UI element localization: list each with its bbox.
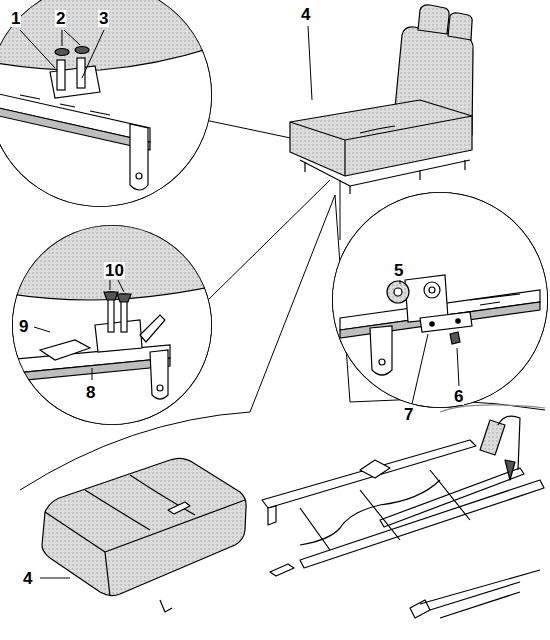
leader-lines-part	[82, 30, 104, 78]
seat-frame-part	[300, 480, 544, 568]
leader-lines-part	[457, 348, 459, 386]
seat-bench-part	[290, 116, 472, 140]
seat-cushion-part	[45, 500, 245, 552]
detail-rail-middle-part	[95, 320, 142, 352]
detail-rail-front-part	[55, 49, 69, 56]
leader-lines	[400, 280, 459, 404]
seat-bench-part	[360, 126, 395, 133]
seat-cushion	[42, 458, 294, 612]
seat-frame-part	[360, 460, 390, 478]
detail-rail-front-part	[0, 106, 150, 150]
detail-rail-front-part	[57, 60, 65, 90]
detail-rail-rear-part	[430, 322, 434, 326]
detail-rail-middle-part	[104, 292, 118, 300]
callout-number: 2	[55, 10, 66, 27]
seat-frame-part	[300, 470, 470, 550]
seat-frame	[262, 405, 545, 618]
leader-lines	[34, 280, 124, 380]
leader-lines-part	[308, 26, 312, 100]
callout-number: 4	[22, 570, 33, 587]
callout-number: 4	[300, 6, 311, 23]
leader-lines	[40, 578, 70, 579]
pointer-lines-part	[208, 180, 330, 300]
detail-rail-middle-part	[12, 225, 212, 425]
detail-rail-rear-part	[424, 282, 440, 298]
callout-number: 9	[18, 318, 29, 335]
seat-bench-part	[344, 140, 345, 176]
seat-frame-part	[430, 582, 520, 618]
leader-lines-part	[92, 368, 93, 380]
detail-rail-rear-part	[370, 326, 392, 375]
detail-rail-front-part	[75, 47, 89, 54]
seat-bench-part	[300, 160, 470, 186]
detail-rail-rear-part	[470, 294, 520, 305]
callout-number: 7	[403, 406, 414, 423]
detail-rail-front-part	[0, 0, 220, 70]
callout-number: 1	[10, 10, 21, 27]
leader-lines-part	[400, 280, 401, 284]
seat-bench-part	[418, 5, 449, 34]
detail-rail-front-part	[136, 173, 142, 179]
seat-cushion-part	[85, 475, 195, 530]
leader-lines-part	[64, 30, 80, 45]
callout-number: 3	[98, 10, 109, 27]
seat-cushion-part	[160, 600, 172, 612]
callout-number: 8	[85, 384, 96, 401]
detail-rail-rear-part	[450, 332, 460, 344]
detail-rail-front	[0, 0, 220, 207]
detail-rail-middle-part	[40, 340, 90, 360]
callout-number: 10	[104, 262, 125, 279]
leader-lines-part	[118, 280, 124, 292]
seat-bench	[290, 5, 473, 194]
seat-bench-part	[290, 100, 472, 176]
leader-lines-part	[412, 334, 428, 404]
leader-lines-part	[34, 327, 50, 332]
detail-rail-middle-part	[150, 350, 168, 399]
seat-frame-part	[505, 460, 515, 480]
leader-lines-part	[20, 30, 55, 68]
seat-bench-part	[305, 160, 465, 194]
detail-rail-rear	[332, 192, 548, 408]
seat-cushion-part	[42, 458, 246, 595]
detail-rail-front-part	[0, 0, 212, 207]
detail-rail-rear-part	[456, 319, 460, 323]
detail-rail-middle	[0, 220, 220, 425]
detail-rail-middle-part	[157, 385, 163, 391]
pointer-lines-part	[340, 180, 341, 240]
detail-rail-rear-part	[420, 312, 472, 332]
detail-rail-rear-part	[429, 287, 435, 293]
seat-frame-part	[440, 405, 545, 412]
detail-rail-front-part	[130, 124, 148, 190]
seat-frame-part	[268, 506, 276, 525]
leader-lines	[20, 26, 312, 100]
seat-cushion-part	[168, 502, 190, 514]
leader-lines-part	[62, 30, 63, 46]
detail-rail-rear-part	[387, 281, 409, 303]
callout-number: 5	[393, 262, 404, 279]
seat-frame-part	[410, 600, 430, 618]
detail-rail-middle-part	[117, 294, 131, 302]
callout-number: 6	[453, 388, 464, 405]
detail-rail-front-part	[20, 95, 110, 115]
seat-frame-part	[480, 420, 505, 455]
detail-rail-front-part	[0, 45, 220, 70]
detail-rail-rear-part	[332, 192, 548, 408]
detail-rail-middle-part	[140, 315, 165, 342]
seat-cushion-part	[105, 552, 110, 596]
leader-lines-part	[40, 578, 70, 579]
pointer-lines-part	[205, 120, 300, 140]
detail-rail-rear-part	[379, 359, 385, 365]
leader-lines-part	[110, 280, 111, 290]
detail-rail-rear-part	[332, 192, 548, 408]
seat-frame-part	[300, 480, 440, 545]
seat-bench-part	[448, 13, 472, 40]
seat-cushion-part	[270, 564, 294, 576]
detail-rail-rear-part	[394, 288, 402, 296]
seat-frame-part	[420, 570, 540, 604]
detail-rail-middle-part	[5, 358, 170, 382]
